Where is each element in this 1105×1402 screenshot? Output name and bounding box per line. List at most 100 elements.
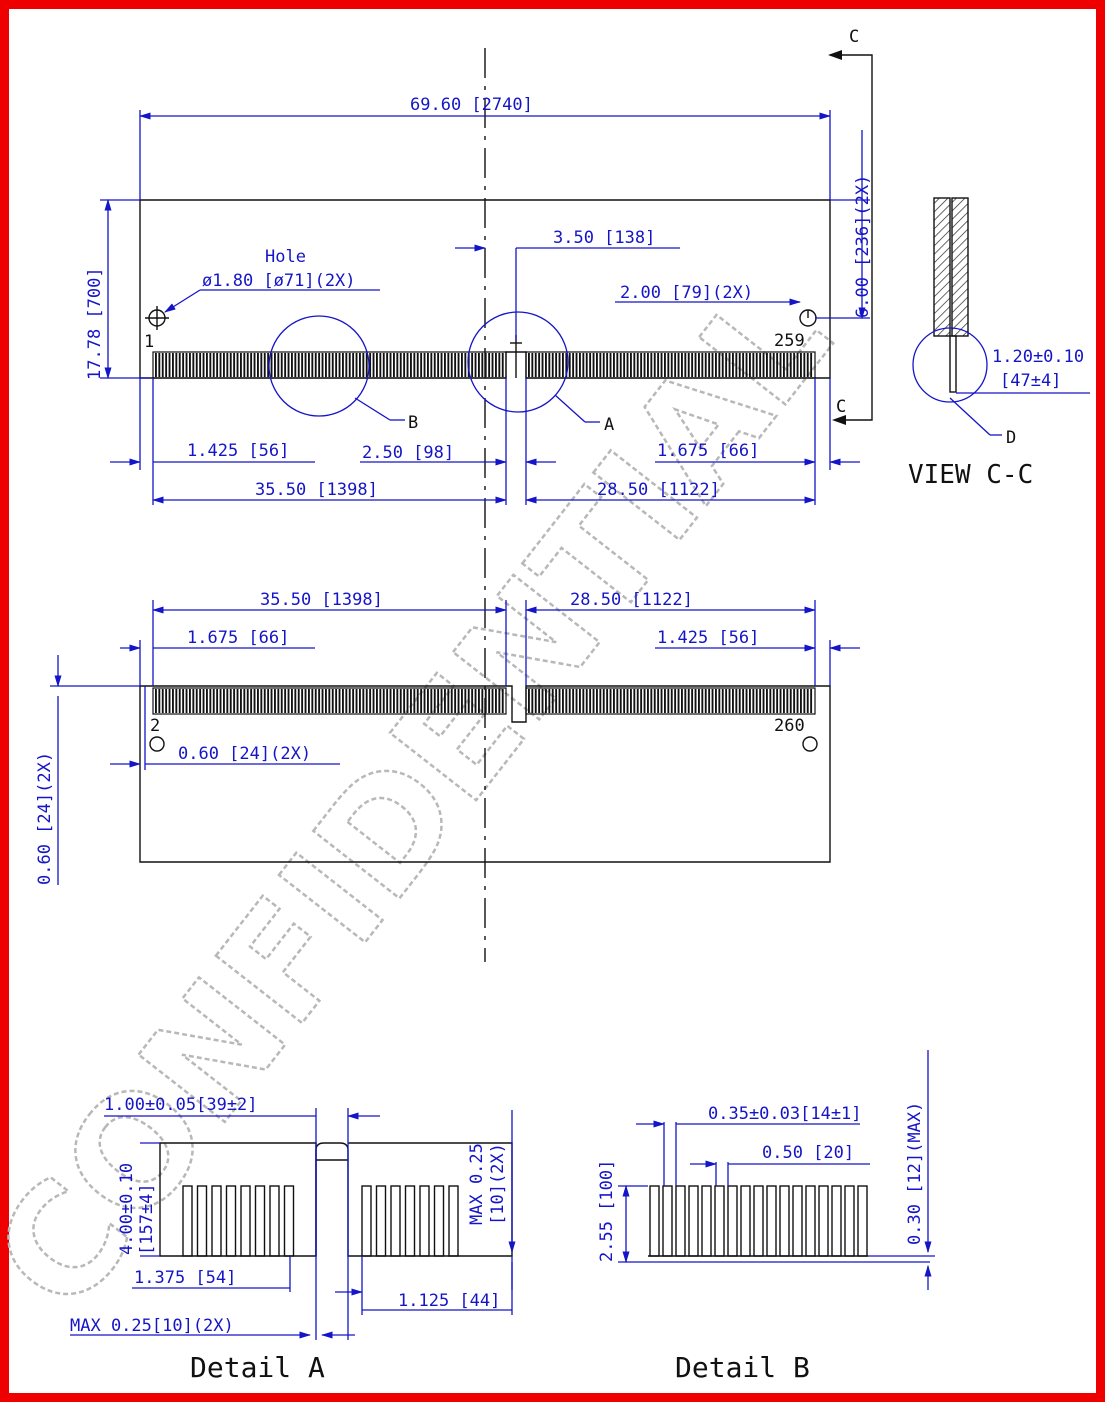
pin — [779, 689, 782, 713]
pin — [427, 689, 429, 713]
pin — [572, 689, 575, 713]
detail-a-pad — [211, 1185, 222, 1257]
pin — [314, 353, 317, 377]
pin — [803, 689, 806, 713]
pin — [195, 353, 198, 377]
pin — [704, 353, 707, 377]
pin — [331, 689, 334, 713]
detail-b-pad — [792, 1185, 803, 1257]
pin — [450, 353, 453, 377]
pin — [619, 353, 622, 377]
pin — [541, 689, 544, 713]
pin — [403, 689, 406, 713]
pin — [386, 689, 389, 713]
right-height-dim: 6.00 [236](2X) — [853, 175, 873, 318]
pin — [772, 353, 775, 377]
detail-a-pad — [390, 1185, 401, 1257]
detail-b-pad — [714, 1185, 725, 1257]
pin — [450, 689, 453, 713]
pin — [308, 353, 310, 377]
pin — [236, 689, 239, 713]
pin — [338, 689, 341, 713]
detail-a-pad — [375, 1185, 387, 1257]
detail-a-left-pitch-dim: 1.375 [54] — [134, 1268, 236, 1288]
pin — [182, 689, 185, 713]
pin — [565, 689, 568, 713]
pin — [386, 353, 389, 377]
pin — [619, 689, 622, 713]
pin — [243, 689, 246, 713]
pin — [701, 353, 704, 377]
pin — [399, 689, 402, 713]
pin — [534, 353, 537, 377]
detail-b-pad-width-dim: 0.35±0.03[14±1] — [708, 1104, 862, 1124]
pin — [687, 353, 690, 377]
notch-width-dim: 2.50 [98] — [362, 443, 454, 463]
pin — [670, 689, 673, 713]
pin — [345, 353, 348, 377]
detail-b-pad — [766, 1185, 777, 1257]
pin — [786, 353, 789, 377]
detail-a-pad — [269, 1185, 280, 1257]
pin — [534, 689, 537, 713]
pin — [301, 689, 304, 713]
right-margin-dim: 1.675 [66] — [657, 441, 759, 461]
pin — [440, 353, 443, 377]
pin — [613, 353, 615, 377]
bottom-right-span-dim: 28.50 [1122] — [570, 590, 693, 610]
pin — [219, 353, 222, 377]
pin — [677, 353, 680, 377]
pin — [328, 353, 331, 377]
pin — [362, 353, 365, 377]
pin — [558, 689, 561, 713]
pin — [623, 353, 626, 377]
pin — [596, 353, 598, 377]
pin — [484, 689, 487, 713]
mounting-hole-bottom-left — [149, 736, 165, 752]
pin — [633, 353, 636, 377]
pin — [155, 353, 157, 377]
pin-2-label: 2 — [150, 716, 160, 736]
pin — [551, 689, 554, 713]
pin — [548, 689, 551, 713]
pin — [755, 689, 758, 713]
pin — [280, 353, 283, 377]
pin — [382, 353, 385, 377]
pin — [331, 353, 334, 377]
pin — [155, 689, 157, 713]
pin — [321, 353, 324, 377]
pin — [437, 353, 440, 377]
pin — [501, 689, 504, 713]
pin — [488, 353, 491, 377]
pin — [766, 689, 768, 713]
pin — [338, 353, 341, 377]
pin — [582, 353, 585, 377]
pin — [488, 689, 491, 713]
pin — [185, 353, 188, 377]
detail-d-circle — [912, 327, 988, 403]
section-view-cc: D 1.20±0.10 [47±4] VIEW C-C — [908, 197, 1090, 490]
pin — [369, 689, 372, 713]
detail-b-pad — [805, 1185, 816, 1257]
pin — [229, 353, 232, 377]
pin — [769, 353, 772, 377]
pin — [454, 689, 457, 713]
pin — [229, 689, 232, 713]
callout-d: D — [1006, 428, 1016, 448]
pin — [342, 689, 344, 713]
pin — [359, 689, 361, 713]
pin — [636, 353, 639, 377]
detail-b: 0.35±0.03[14±1] 0.50 [20] 2.55 [100] 0.3… — [597, 1050, 935, 1384]
pin — [735, 689, 738, 713]
pin — [657, 689, 660, 713]
detail-b-pad — [701, 1185, 712, 1257]
pin — [592, 689, 595, 713]
pin — [528, 689, 530, 713]
pin — [314, 689, 317, 713]
pin — [253, 353, 256, 377]
pin — [606, 353, 609, 377]
pin — [304, 353, 307, 377]
detail-b-pad — [818, 1185, 829, 1257]
pin — [789, 353, 792, 377]
pin — [752, 353, 755, 377]
